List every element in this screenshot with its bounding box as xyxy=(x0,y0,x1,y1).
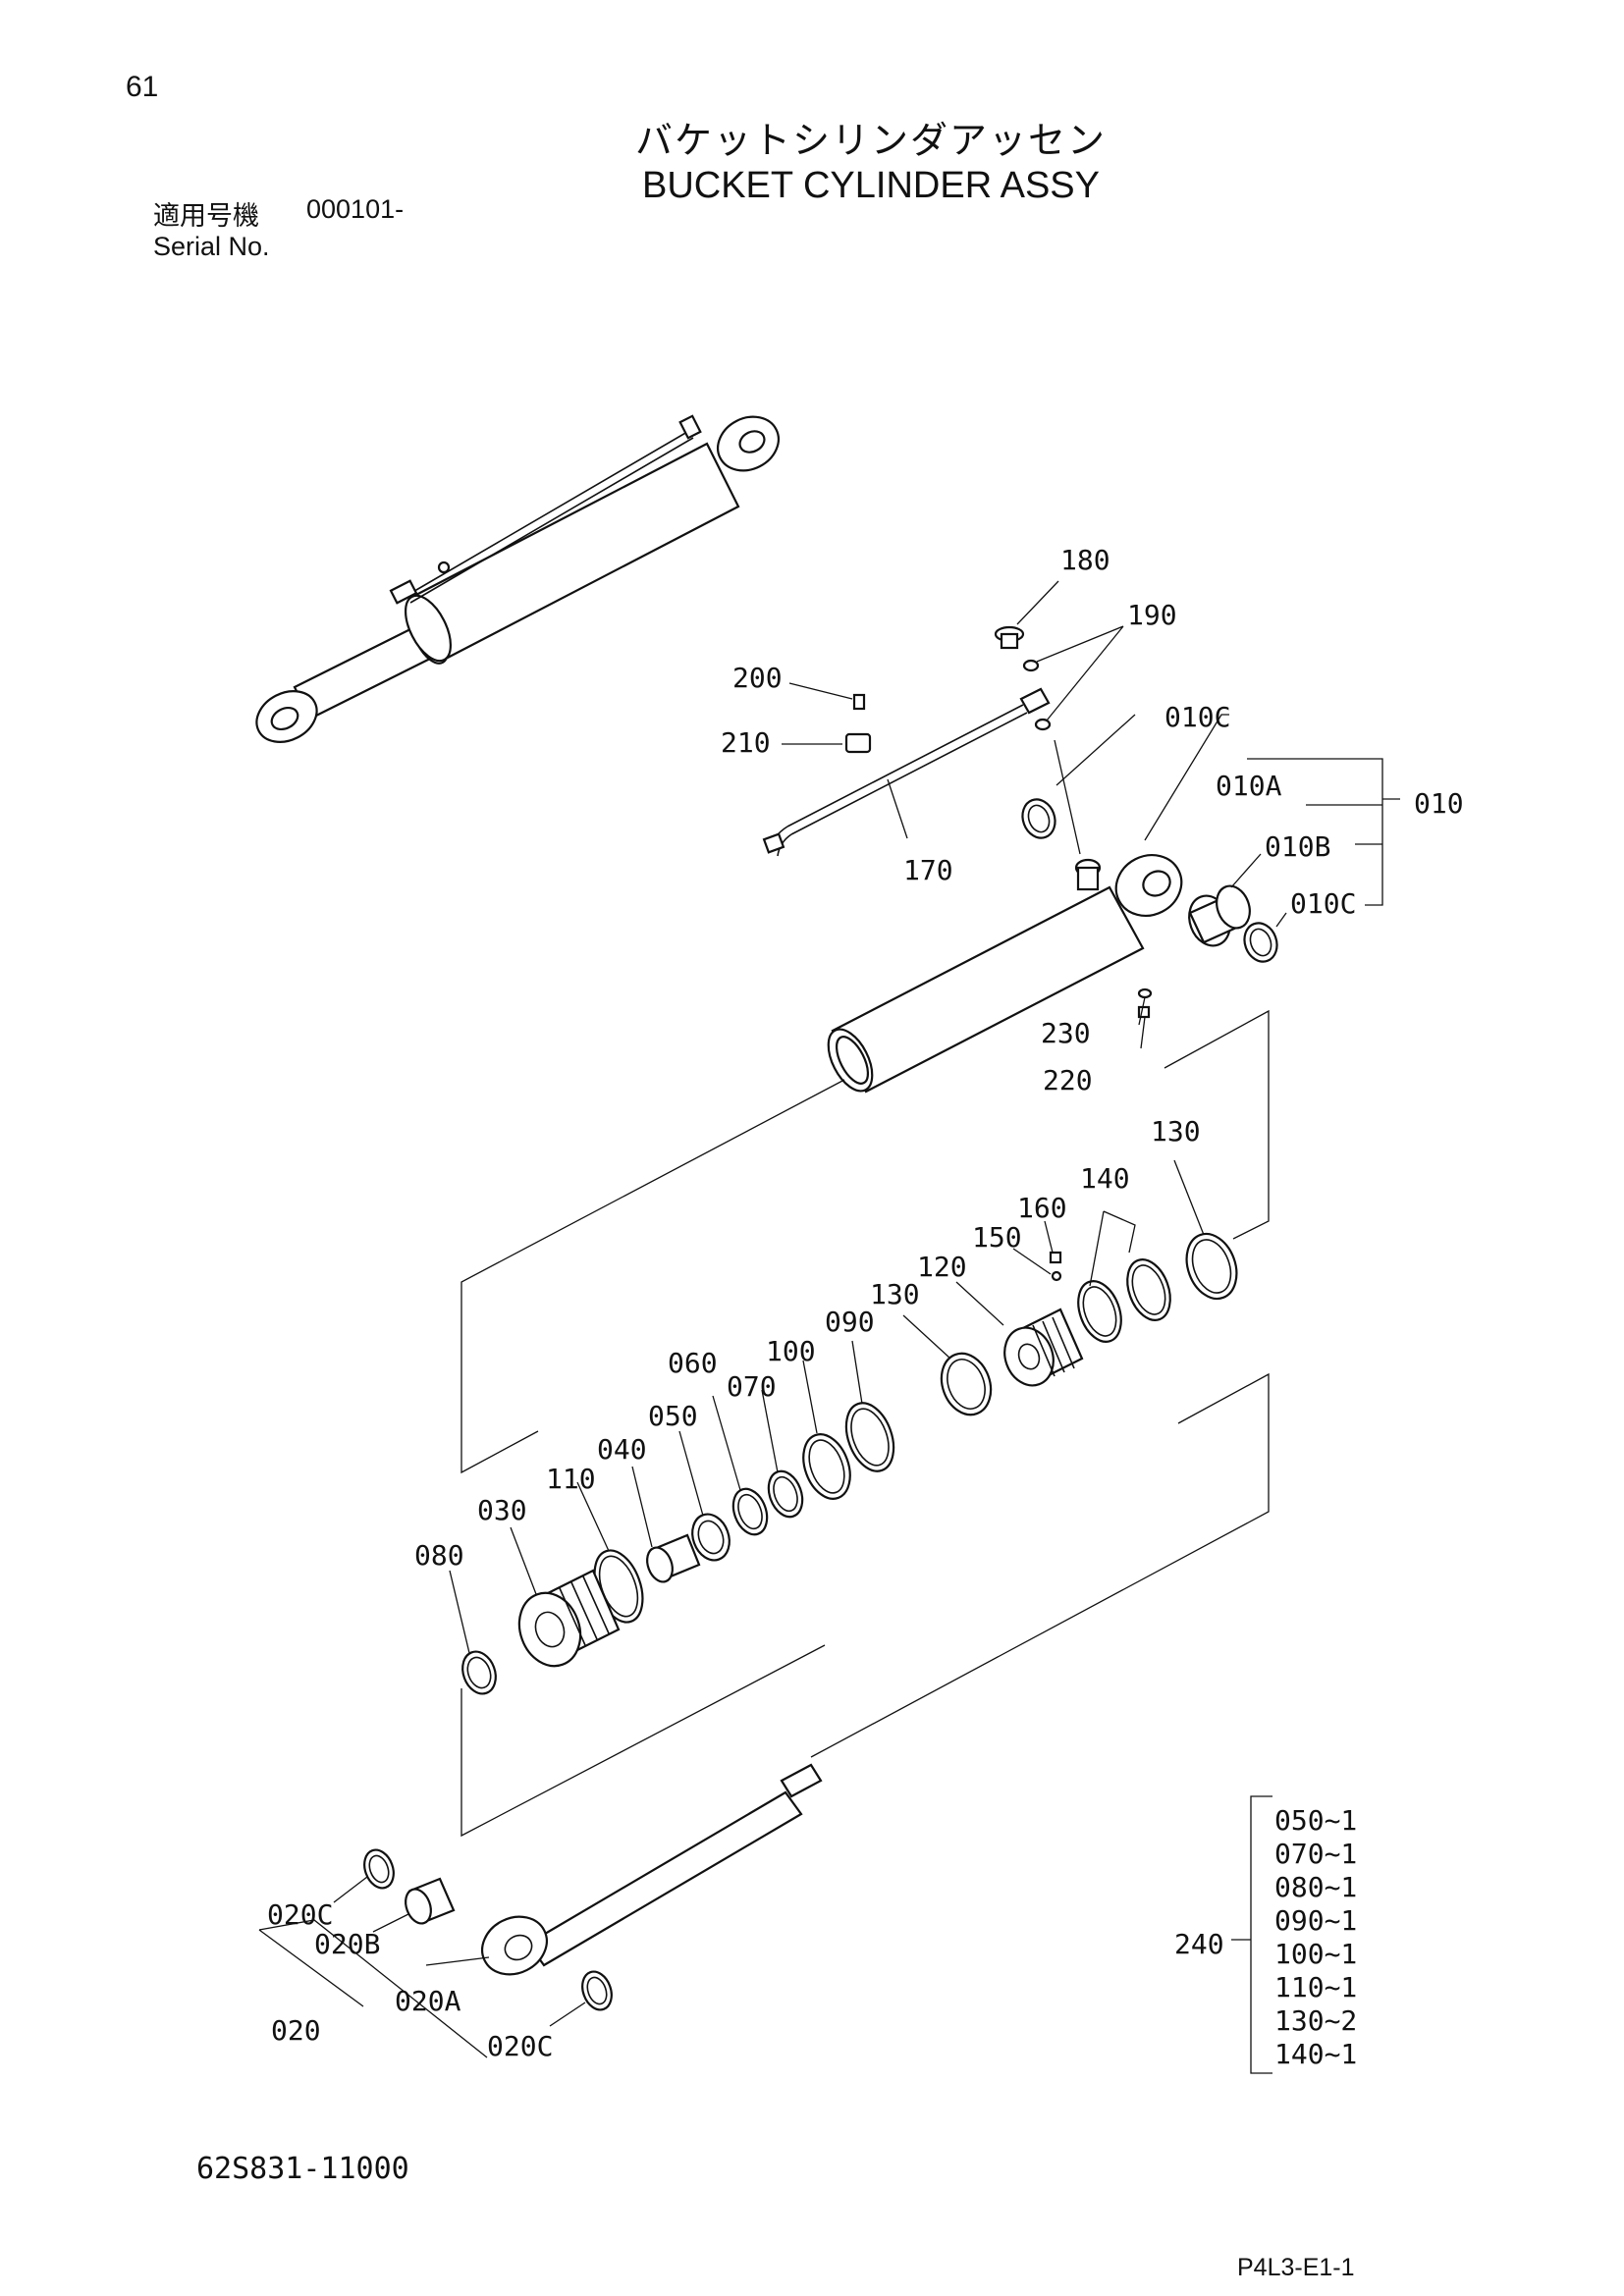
seal-010C-upper xyxy=(1021,798,1056,839)
callout-130-right: 130 xyxy=(1151,1115,1201,1148)
bushing-010B xyxy=(1188,884,1251,947)
callout-010: 010 xyxy=(1414,787,1464,820)
callout-060: 060 xyxy=(668,1347,718,1379)
ring-130-left xyxy=(940,1352,993,1416)
callout-140: 140 xyxy=(1080,1162,1130,1195)
kit-item: 110~1 xyxy=(1274,1971,1357,2003)
clamp-210 xyxy=(844,732,872,754)
callout-020: 020 xyxy=(271,2014,321,2047)
callout-130-left: 130 xyxy=(870,1278,920,1310)
callout-080: 080 xyxy=(414,1539,464,1572)
callout-200: 200 xyxy=(732,662,783,694)
callout-070: 070 xyxy=(727,1370,777,1403)
callout-020A: 020A xyxy=(395,1985,461,2017)
seal-080 xyxy=(461,1650,497,1695)
o-ring-230 xyxy=(1137,988,1153,999)
seal-020C-upper xyxy=(363,1848,395,1890)
callout-030: 030 xyxy=(477,1494,527,1526)
plug-180 xyxy=(994,625,1025,650)
kit-item: 070~1 xyxy=(1274,1838,1357,1870)
leader-lines xyxy=(258,580,1400,2074)
o-ring-190b xyxy=(1034,718,1052,731)
callout-050: 050 xyxy=(648,1400,698,1432)
callout-020C-bottom: 020C xyxy=(487,2030,553,2062)
drawing-number: 62S831-11000 xyxy=(196,2152,409,2186)
cylinder-head-030 xyxy=(517,1569,621,1668)
o-ring-090 xyxy=(844,1402,895,1472)
callout-230: 230 xyxy=(1041,1017,1091,1049)
o-ring-140b xyxy=(1077,1280,1122,1343)
ring-060 xyxy=(731,1487,769,1536)
kit-item: 050~1 xyxy=(1274,1804,1357,1837)
callout-010B: 010B xyxy=(1265,830,1330,863)
seal-010C-lower xyxy=(1243,922,1278,963)
callout-010A: 010A xyxy=(1216,770,1282,802)
callout-110: 110 xyxy=(546,1463,596,1495)
bushing-040 xyxy=(646,1533,701,1583)
pipe-170 xyxy=(762,687,1051,857)
ring-130-right xyxy=(1185,1232,1238,1301)
callout-160: 160 xyxy=(1017,1192,1067,1224)
serial-range: 000101- xyxy=(306,194,405,224)
serial-label-english: Serial No. xyxy=(153,232,270,261)
set-screw-160 xyxy=(1049,1251,1062,1264)
page-code: P4L3-E1-1 xyxy=(1237,2254,1355,2281)
kit-240-label: 240 xyxy=(1174,1928,1224,1960)
title-japanese: バケットシリンダアッセン xyxy=(634,119,1107,162)
bolt-200 xyxy=(852,693,866,711)
serial-label-japanese: 適用号機 xyxy=(153,201,259,232)
ring-100 xyxy=(802,1433,851,1500)
piston-rod-020 xyxy=(481,1763,823,1976)
callout-100: 100 xyxy=(766,1335,816,1367)
callout-220: 220 xyxy=(1043,1064,1093,1096)
page-number: 61 xyxy=(126,71,159,103)
callout-170: 170 xyxy=(903,854,953,886)
o-ring-190a xyxy=(1022,659,1040,672)
callout-120: 120 xyxy=(917,1251,967,1283)
kit-item: 130~2 xyxy=(1274,2004,1357,2037)
callout-020C-top: 020C xyxy=(267,1898,333,1931)
callout-210: 210 xyxy=(721,726,771,759)
ring-070 xyxy=(767,1469,804,1519)
cylinder-tube-010 xyxy=(827,854,1183,1094)
kit-item: 090~1 xyxy=(1274,1904,1357,1937)
kit-240-items: 050~1 070~1 080~1 090~1 100~1 110~1 130~… xyxy=(1274,1804,1357,2070)
title-english: BUCKET CYLINDER ASSY xyxy=(641,165,1100,206)
ball-150 xyxy=(1051,1270,1062,1282)
kit-item: 100~1 xyxy=(1274,1938,1357,1970)
kit-item: 140~1 xyxy=(1274,2038,1357,2070)
kit-item: 080~1 xyxy=(1274,1871,1357,1903)
callout-010C-top: 010C xyxy=(1164,701,1230,733)
callout-150: 150 xyxy=(972,1221,1022,1254)
assembled-cylinder-illustration xyxy=(255,414,780,743)
callout-040: 040 xyxy=(597,1433,647,1466)
callout-020B: 020B xyxy=(314,1928,380,1960)
o-ring-140a xyxy=(1126,1258,1171,1321)
bushing-020B xyxy=(405,1877,456,1925)
callout-010C-bottom: 010C xyxy=(1290,887,1356,920)
piston-120 xyxy=(1003,1308,1084,1387)
callout-180: 180 xyxy=(1060,544,1110,576)
callout-190: 190 xyxy=(1127,599,1177,631)
seal-020C-lower xyxy=(581,1970,613,2011)
grease-fitting-220 xyxy=(1137,1005,1151,1019)
callout-090: 090 xyxy=(825,1306,875,1338)
